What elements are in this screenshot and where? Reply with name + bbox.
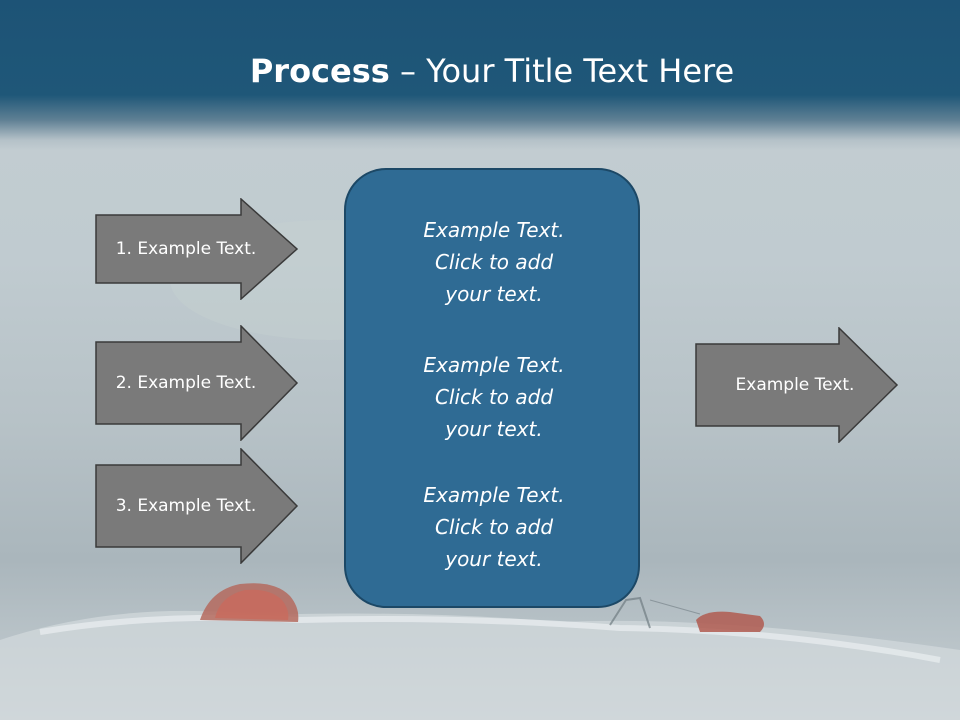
tent-highlight [215,589,289,620]
person-figure [609,596,651,629]
input-arrow-3[interactable]: 3. Example Text. [95,448,299,564]
arrow-shape-3 [95,448,299,564]
process-box[interactable]: Example Text. Click to add your text. Ex… [344,168,640,608]
arrow-shape-2 [95,325,299,441]
snow-ridge [39,614,941,663]
input-arrow-label-1: 1. Example Text. [115,239,257,259]
output-arrow-shape [695,327,899,443]
slide-title: Process – Your Title Text Here [0,52,960,90]
sled-rope [649,599,701,615]
input-arrow-2[interactable]: 2. Example Text. [95,325,299,441]
output-arrow-label: Example Text. [735,375,855,395]
snow-ground [0,610,960,720]
sled-shape [696,611,764,632]
output-arrow[interactable]: Example Text. [695,327,899,443]
arrow-shape-1 [95,198,299,300]
process-text-1[interactable]: Example Text. Click to add your text. [423,218,565,306]
process-text-2[interactable]: Example Text. Click to add your text. [423,353,565,441]
title-rest: – Your Title Text Here [389,52,735,90]
header-band [0,0,960,150]
input-arrow-label-3: 3. Example Text. [115,496,257,516]
title-bold: Process [249,52,390,90]
process-text-3[interactable]: Example Text. Click to add your text. [423,483,565,571]
input-arrow-label-2: 2. Example Text. [115,373,257,393]
input-arrow-1[interactable]: 1. Example Text. [95,198,299,300]
